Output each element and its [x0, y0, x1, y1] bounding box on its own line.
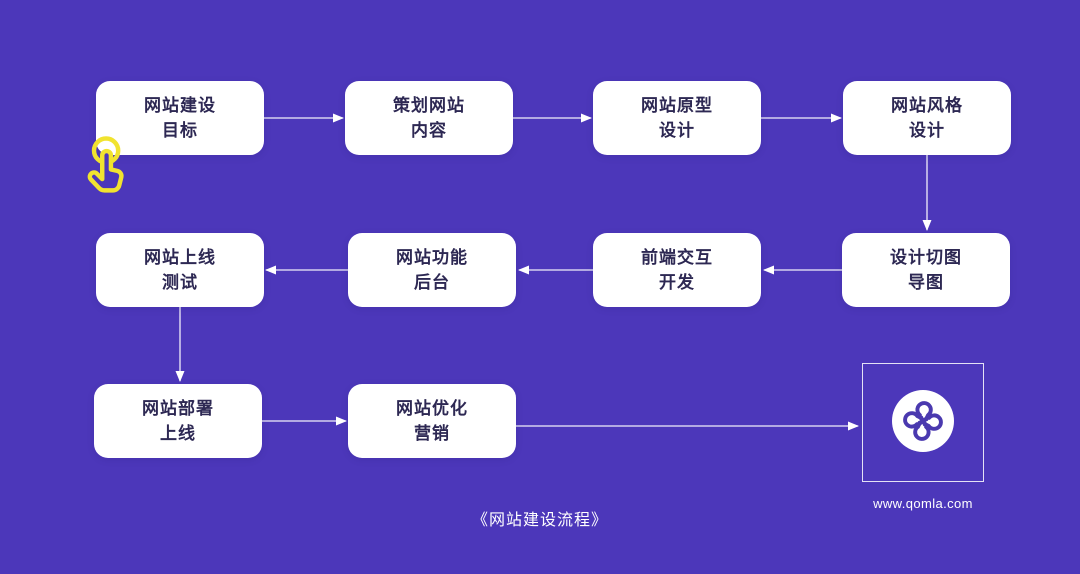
node-label-line: 网站优化: [396, 399, 468, 418]
node-label-line: 设计: [909, 121, 945, 140]
node-label-line: 前端交互: [641, 248, 713, 267]
node-label-line: 网站部署: [142, 399, 214, 418]
flow-node-goal: 网站建设 目标: [96, 81, 264, 155]
qomla-logo-icon: [892, 390, 954, 452]
node-label-line: 网站建设: [144, 96, 216, 115]
node-label-line: 导图: [908, 273, 944, 292]
logo-frame: [862, 363, 984, 482]
node-label-line: 营销: [414, 424, 450, 443]
flow-node-test: 网站上线 测试: [96, 233, 264, 307]
website-url: www.qomla.com: [873, 496, 973, 511]
flow-node-deploy: 网站部署 上线: [94, 384, 262, 458]
diagram-caption: 《网站建设流程》: [471, 512, 608, 529]
node-label-line: 上线: [160, 424, 196, 443]
flow-node-prototype: 网站原型 设计: [593, 81, 761, 155]
flow-node-frontend: 前端交互 开发: [593, 233, 761, 307]
node-label-line: 测试: [162, 273, 198, 292]
node-label-line: 目标: [162, 121, 198, 140]
node-label-line: 网站风格: [891, 96, 963, 115]
flow-node-slices: 设计切图 导图: [842, 233, 1010, 307]
node-label-line: 网站上线: [144, 248, 216, 267]
flow-node-seo: 网站优化 营销: [348, 384, 516, 458]
tap-hand-icon: [87, 136, 124, 193]
node-label-line: 设计: [659, 121, 695, 140]
node-label-line: 开发: [659, 273, 695, 292]
flow-node-backend: 网站功能 后台: [348, 233, 516, 307]
node-label-line: 策划网站: [393, 96, 465, 115]
node-label-line: 网站原型: [641, 96, 713, 115]
node-label-line: 后台: [414, 273, 450, 292]
flow-node-plan: 策划网站 内容: [345, 81, 513, 155]
flow-node-style: 网站风格 设计: [843, 81, 1011, 155]
node-label-line: 网站功能: [396, 248, 468, 267]
node-label-line: 设计切图: [890, 248, 962, 267]
node-label-line: 内容: [411, 121, 447, 140]
